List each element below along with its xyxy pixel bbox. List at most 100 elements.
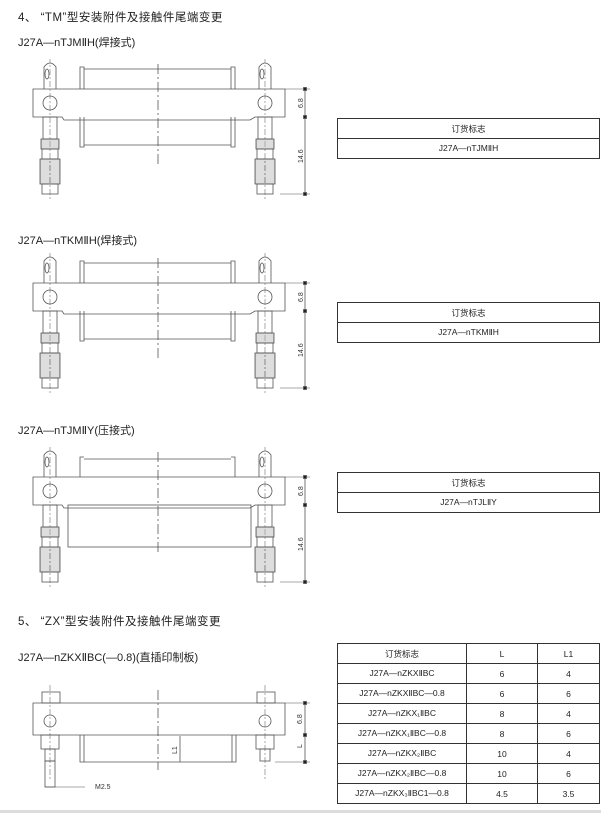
table-cell: 4.5 [466,783,538,804]
lower-shell [79,117,236,148]
pcb-tail-shell [79,735,237,763]
table-cell: 10 [466,743,538,764]
connector-tip [41,377,59,389]
table-cell: J27A—nZKXⅡBC—0.8 [337,683,467,704]
dim-L: L [297,744,304,748]
table-cell: J27A—nZKX₂ⅡBC—0.8 [337,763,467,784]
dimension-arrow [303,386,307,390]
dimension-arrow [303,475,307,479]
mounting-plate [32,88,286,121]
connector-drawing-tkm-h: 6.814.6 [32,253,310,393]
table-cell: J27A—nZKX₁ⅡBC—0.8 [337,723,467,744]
dimension-arrow [303,503,307,507]
section-5-title: 5、 “ZX”型安装附件及接触件尾端变更 [18,616,221,628]
pin-slot [44,68,50,80]
connector-tip [41,571,59,583]
connector-tip [41,183,59,195]
table-cell: J27A—nZKX₃ⅡBC1—0.8 [337,783,467,804]
dimension-arrow [303,733,307,737]
table-cell: J27A—nZKX₁ⅡBC [337,703,467,724]
pin-slot [259,456,265,468]
lower-shell [79,311,236,342]
pin-slot [44,456,50,468]
mounting-plate [32,476,286,509]
table-cell: 4 [537,703,600,724]
section-4-title: 4、 “TM”型安装附件及接触件尾端变更 [18,12,223,24]
table-cell: J27A—nTJMⅡH [337,138,600,159]
top-block [256,691,276,704]
connector-drawing-zkx: M2.5 6.8 L L1 [32,685,310,791]
upper-shell [79,260,236,283]
pin-slot [259,262,265,274]
dimension-arrow [303,309,307,313]
dim-14-6: 14.6 [298,149,305,163]
dim-6-8: 6.8 [297,714,304,724]
dimension-arrow [303,580,307,584]
table-cell: 8 [466,723,538,744]
dimension-arrow [303,281,307,285]
table-cell: J27A—nZKXⅡBC [337,663,467,684]
table-header: 订货标志 [337,302,600,323]
table-cell: 6 [466,683,538,704]
lower-shell [67,504,252,548]
dimension-arrow [303,760,307,764]
table-cell: 6 [537,763,600,784]
order-table-2: 订货标志 J27A—nTKMⅡH [337,302,600,343]
table-cell: 10 [466,763,538,784]
upper-shell [79,456,236,477]
upper-shell [79,66,236,89]
connector-drawing-tjm-y: 6.8 14.6 [32,447,310,587]
table-cell: J27A—nZKX₂ⅡBC [337,743,467,764]
table-cell: 6 [466,663,538,684]
pin-slot [44,262,50,274]
dim-14-6: 14.6 [298,343,305,357]
variant-1-subtitle: J27A—nTJMⅡH(焊接式) [18,37,136,49]
thread-label: M2.5 [95,784,111,791]
table-header: 订货标志 [337,118,600,139]
table-cell: J27A—nTJLⅡY [337,492,600,513]
dim-L1: L1 [172,746,179,754]
order-table-1: 订货标志 J27A—nTJMⅡH [337,118,600,159]
mounting-plate [32,282,286,315]
table-header: 订货标志 [337,472,600,493]
header-L1: L1 [537,643,600,664]
table-cell: 6 [537,683,600,704]
table-cell: 6 [537,723,600,744]
variant-3-subtitle: J27A—nTJMⅡY(压接式) [18,425,135,437]
variant-2-subtitle: J27A—nTKMⅡH(焊接式) [18,235,138,247]
order-table-3: 订货标志 J27A—nTJLⅡY [337,472,600,513]
dim-6-8: 6.8 [298,98,305,108]
section-5-subtitle: J27A—nZKXⅡBC(—0.8)(直插印制板) [18,652,199,664]
dimension-arrow [303,115,307,119]
dimension-arrow [303,701,307,705]
stud [259,748,271,762]
dim-14-6: 14.6 [298,537,305,551]
pin-slot [259,68,265,80]
connector-tip [256,377,274,389]
table-cell: 3.5 [537,783,600,804]
connector-tip [256,571,274,583]
table-cell: 4 [537,743,600,764]
table-cell: 4 [537,663,600,684]
header-L: L [466,643,538,664]
dim-6-8: 6.8 [298,486,305,496]
top-block [41,691,61,704]
dimension-arrow [303,87,307,91]
dimension-arrow [303,192,307,196]
connector-drawing-tjm-h: 6.8 14.6 [32,59,310,199]
connector-tip [256,183,274,195]
table-cell: J27A—nTKMⅡH [337,322,600,343]
mounting-plate [32,702,286,736]
header-order-code: 订货标志 [337,643,467,664]
table-cell: 8 [466,703,538,724]
page-bottom-border [0,810,601,813]
